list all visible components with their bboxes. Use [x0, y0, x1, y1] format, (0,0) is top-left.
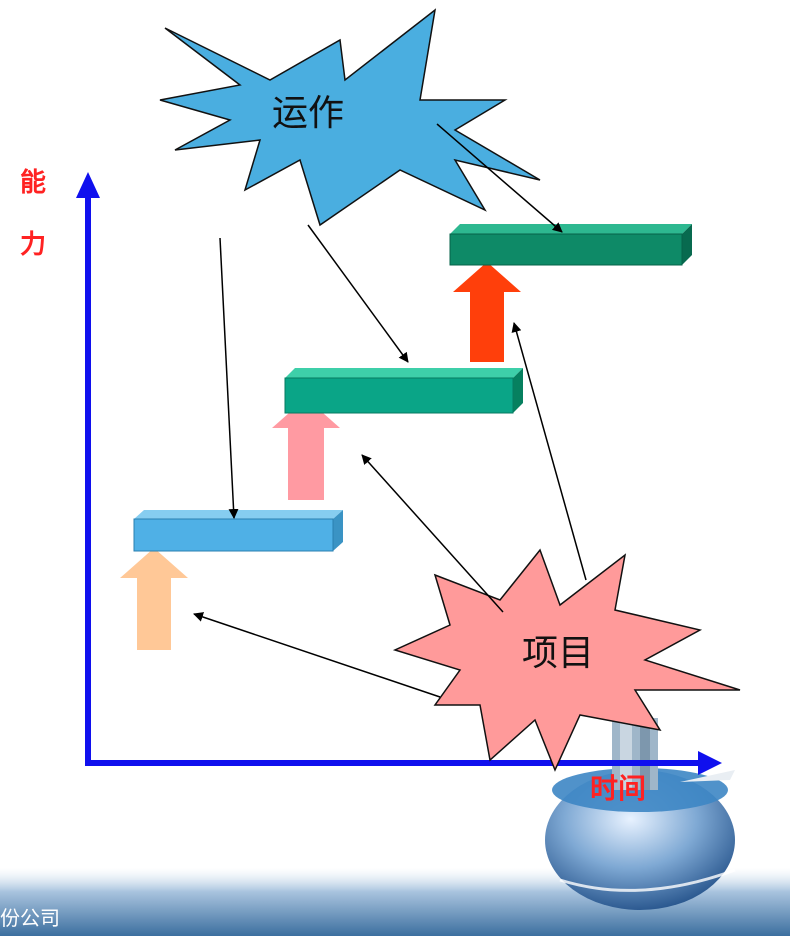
growth-arrow-2 [272, 398, 340, 500]
step-bar-2 [284, 368, 523, 414]
step-bar-1 [133, 510, 343, 552]
growth-arrow-3 [453, 262, 521, 362]
growth-arrow-1 [120, 548, 188, 650]
project-arrow-1 [193, 612, 441, 698]
operations-label: 运作 [272, 93, 345, 134]
footer-company-text: 份公司 [0, 906, 60, 930]
x-axis-arrowhead [698, 751, 722, 775]
step-bar-3 [449, 224, 692, 266]
project-label: 项目 [522, 633, 595, 674]
x-axis-label: 时间 [590, 772, 647, 805]
project-arrow-2 [361, 454, 504, 613]
operations-burst [159, 8, 541, 227]
y-axis-arrowhead [76, 172, 100, 198]
project-burst [392, 548, 741, 772]
y-axis-label-char1: 能 [20, 168, 47, 198]
y-axis-label-char2: 力 [20, 230, 47, 260]
project-arrow-3 [511, 322, 587, 581]
operations-arrow-3 [436, 123, 563, 233]
globe-decoration [545, 705, 736, 910]
operations-arrow-1 [219, 237, 239, 519]
operations-arrow-2 [307, 224, 409, 363]
